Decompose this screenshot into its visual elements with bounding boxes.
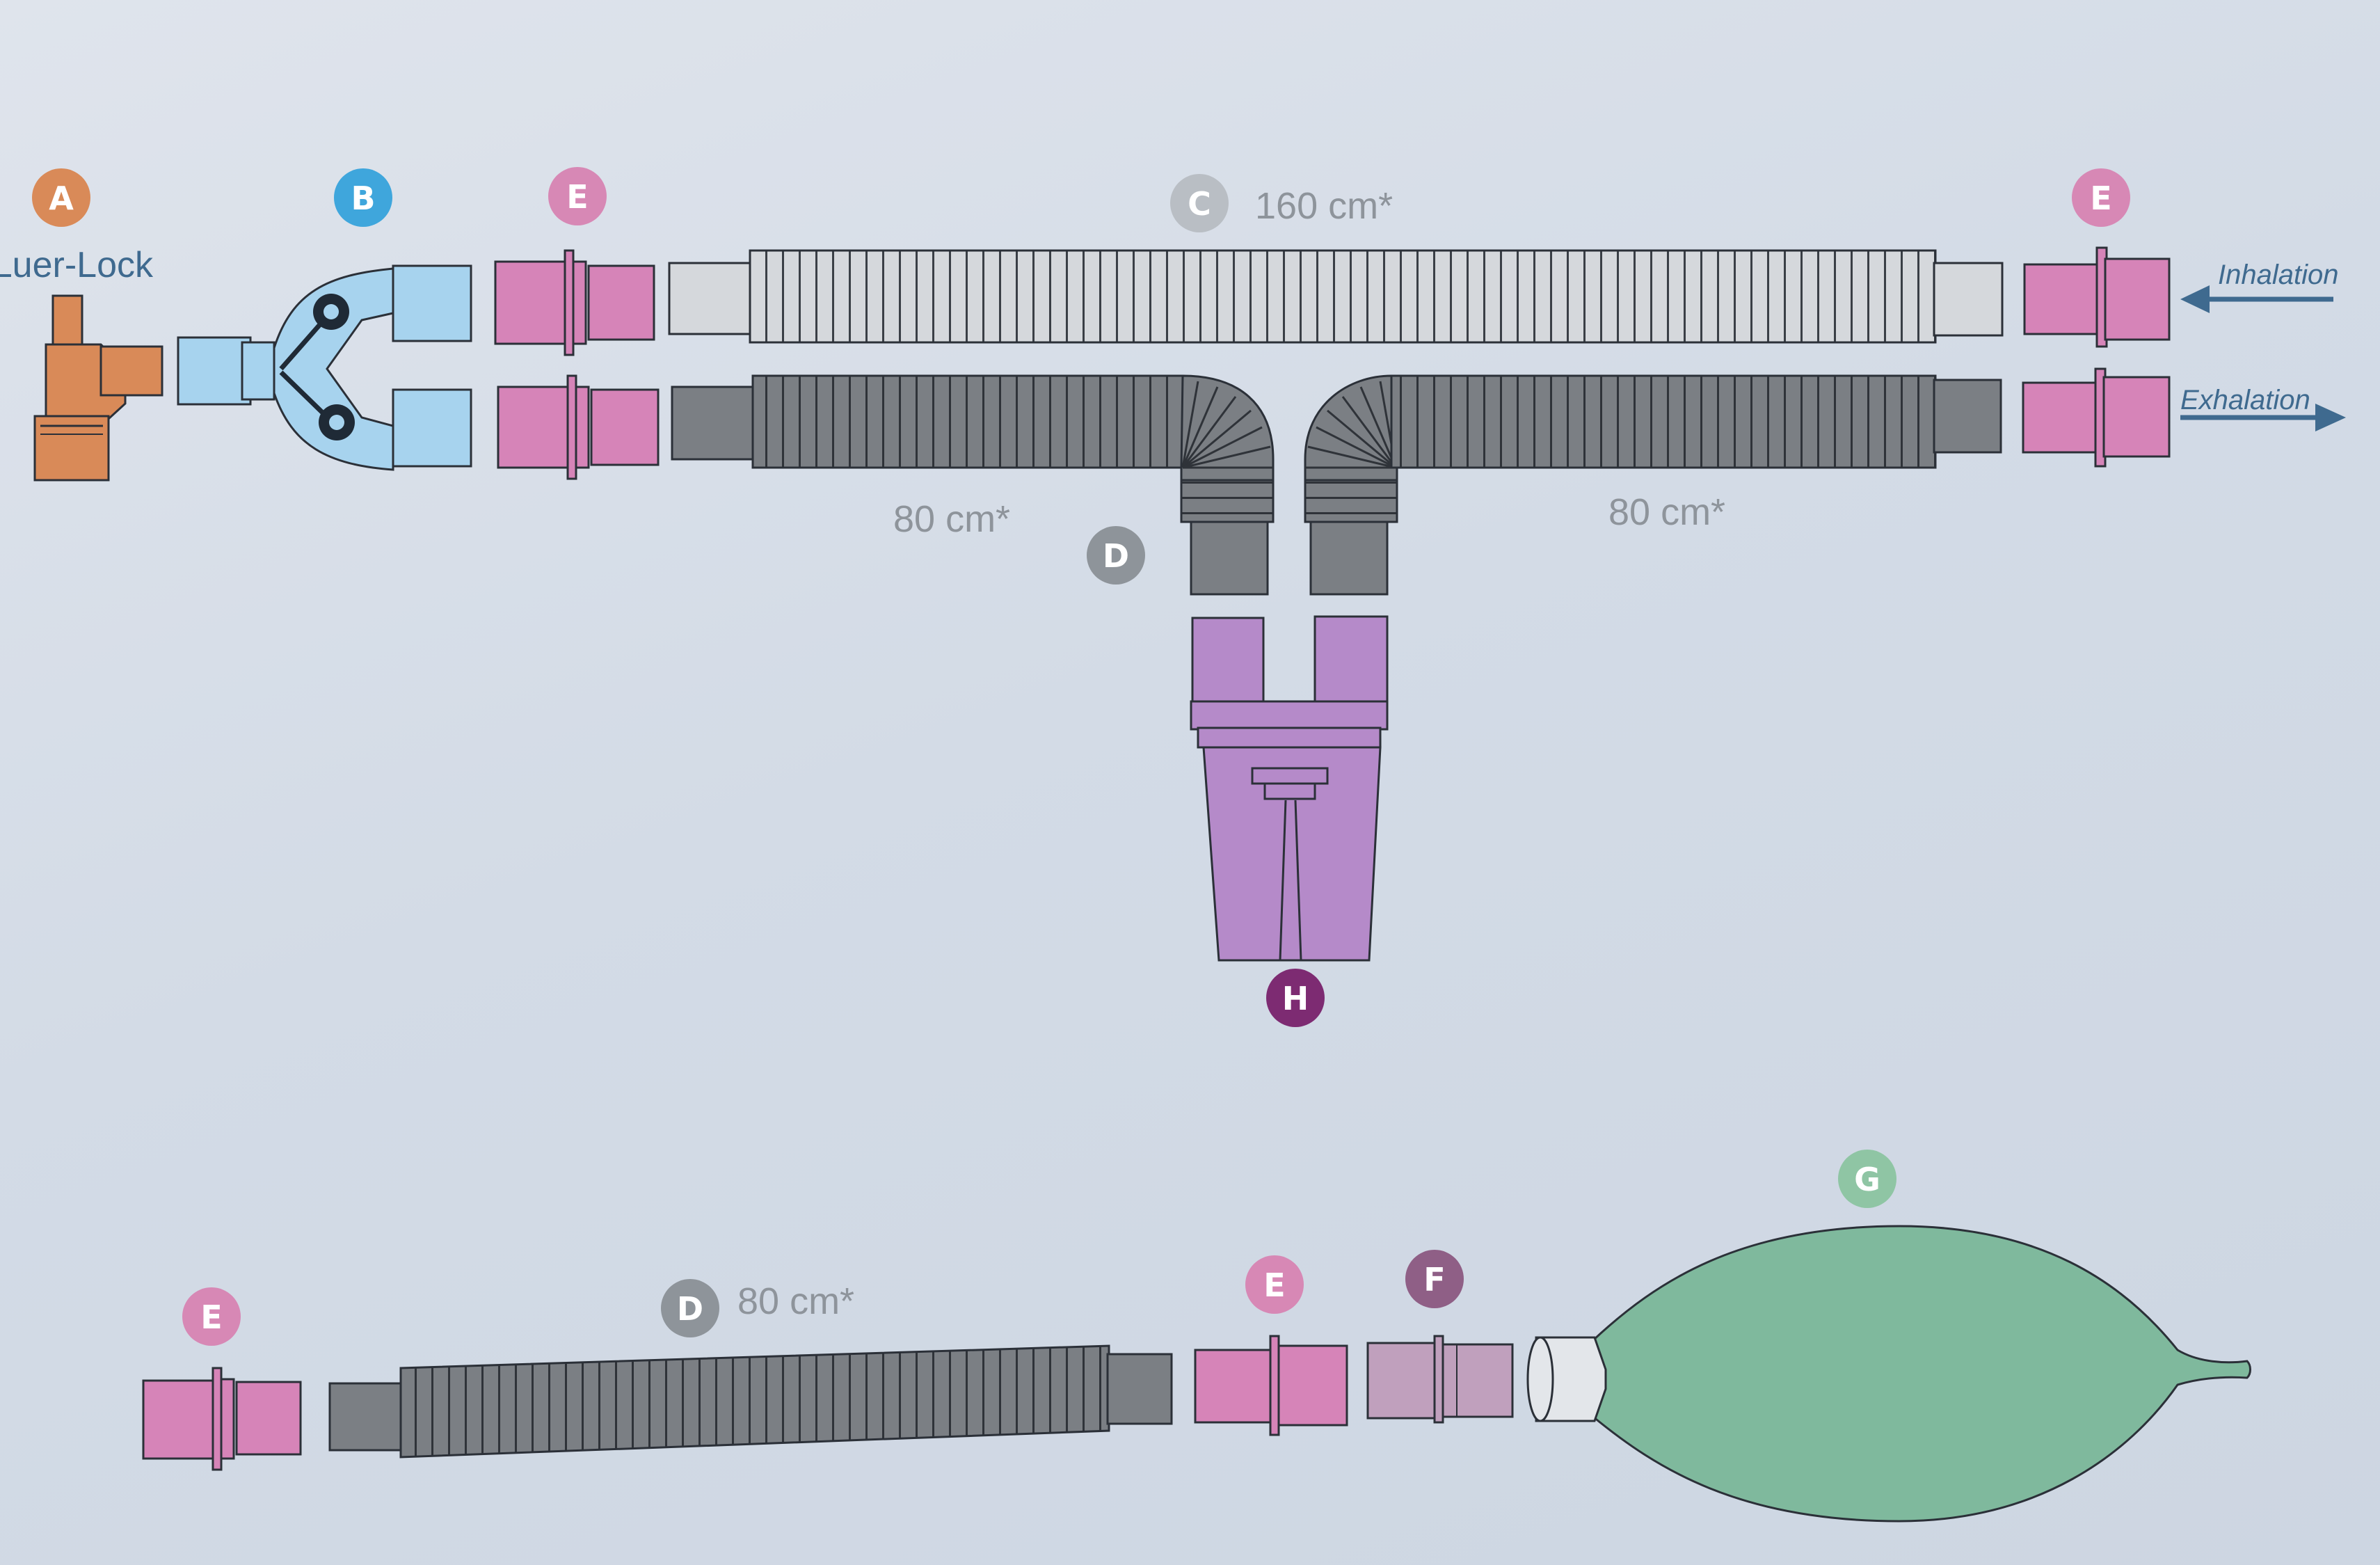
tube-d-bottom-length-label: 80 cm* xyxy=(737,1280,854,1322)
badge-d-label: D xyxy=(677,1290,703,1328)
badge-g-label: G xyxy=(1854,1161,1880,1198)
badge-d-label: D xyxy=(1103,537,1129,575)
badge-d-bottom: D xyxy=(661,1279,719,1337)
adapter-e-bottom-left xyxy=(497,374,660,480)
badge-h: H xyxy=(1266,969,1325,1027)
reservoir-bag-g xyxy=(1526,1225,2251,1523)
tube-d-right-length-label: 80 cm* xyxy=(1608,491,1725,533)
connector-h xyxy=(1190,615,1389,962)
adapter-e-top-left xyxy=(494,249,655,356)
badge-e-bottom-right: E xyxy=(1245,1255,1304,1314)
badge-a-label: A xyxy=(49,180,74,217)
badge-e-top-left: E xyxy=(548,167,607,225)
connector-f xyxy=(1366,1335,1514,1424)
badge-d-top: D xyxy=(1087,526,1145,585)
badge-e-label: E xyxy=(2090,180,2111,217)
badge-g: G xyxy=(1838,1150,1896,1208)
luer-lock-connector xyxy=(33,294,163,482)
badge-e-label: E xyxy=(566,178,588,216)
badge-c-label: C xyxy=(1188,185,1211,223)
tube-d-left xyxy=(671,374,1275,596)
badge-e-top-right: E xyxy=(2072,168,2130,227)
inhalation-label: Inhalation xyxy=(2218,260,2338,290)
adapter-e-bottom-right xyxy=(2022,367,2171,468)
tube-d-left-length-label: 80 cm* xyxy=(893,498,1010,540)
y-piece xyxy=(177,264,472,471)
badge-e-label: E xyxy=(1263,1266,1285,1304)
adapter-e-top-right xyxy=(2023,246,2171,348)
tube-d-bottom xyxy=(328,1344,1173,1459)
tube-c-length-label: 160 cm* xyxy=(1255,185,1393,227)
badge-b: B xyxy=(334,168,392,227)
badge-f-label: F xyxy=(1423,1261,1445,1298)
badge-b-label: B xyxy=(351,180,375,217)
badge-h-label: H xyxy=(1282,980,1309,1017)
badge-e-label: E xyxy=(200,1298,222,1336)
adapter-e-bottom-row-left xyxy=(142,1367,302,1471)
tube-c-160cm xyxy=(668,249,2004,344)
badge-f: F xyxy=(1405,1250,1464,1308)
badge-c: C xyxy=(1170,174,1229,232)
luer-lock-label: Luer-Lock xyxy=(0,245,154,285)
exhalation-label: Exhalation xyxy=(2180,385,2310,415)
adapter-e-bottom-row-right xyxy=(1194,1335,1348,1436)
arrow-right-icon xyxy=(2180,404,2346,431)
badge-e-bottom-left: E xyxy=(182,1287,241,1346)
badge-a: A xyxy=(32,168,90,227)
arrow-left-icon xyxy=(2180,285,2333,313)
tube-d-right xyxy=(1304,374,2002,596)
